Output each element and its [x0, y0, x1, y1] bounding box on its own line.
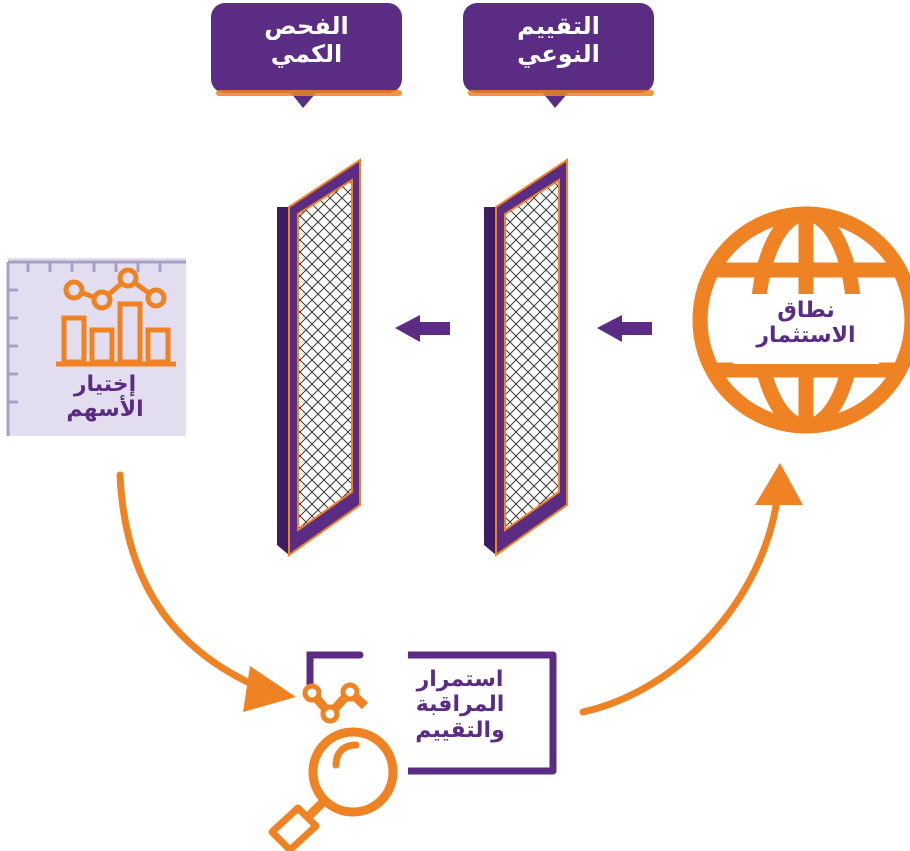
label-investment-scope: نطاق الاستثمار	[733, 298, 879, 349]
label-stock-selection: إختيار الأسهم	[30, 372, 180, 423]
bar-chart-icon	[56, 267, 176, 367]
qualitative-line1: التقييم	[517, 12, 600, 40]
label-quantitative-screening: الفحص الكمي	[211, 12, 402, 68]
arrow-left-1	[395, 315, 450, 342]
qualitative-line2: النوعي	[517, 39, 600, 68]
scope-line2: الاستثمار	[756, 323, 856, 349]
curve-arrow-left	[116, 471, 296, 712]
label-monitoring: استمرار المراقبة والتقييم	[395, 667, 525, 743]
bubble-qualitative	[463, 3, 654, 108]
bubble-quantitative	[211, 3, 402, 108]
selection-line2: الأسهم	[66, 397, 144, 423]
arrow-left-2	[597, 315, 652, 342]
curve-arrow-right	[579, 463, 803, 716]
monitoring-line3: والتقييم	[415, 717, 505, 743]
filter-panel-qualitative	[484, 158, 568, 557]
quantitative-line1: الفحص	[264, 12, 349, 40]
label-qualitative-evaluation: التقييم النوعي	[463, 12, 654, 68]
filter-panel-quantitative	[277, 158, 361, 557]
monitoring-line1: استمرار	[416, 667, 504, 692]
magnifier-icon	[268, 682, 398, 851]
stock-selection-card	[6, 258, 186, 436]
monitoring-box	[306, 651, 557, 775]
quantitative-line2: الكمي	[270, 39, 343, 68]
scope-line1: نطاق	[777, 298, 835, 323]
selection-line1: إختيار	[73, 372, 137, 397]
monitoring-line2: المراقبة	[415, 692, 505, 718]
